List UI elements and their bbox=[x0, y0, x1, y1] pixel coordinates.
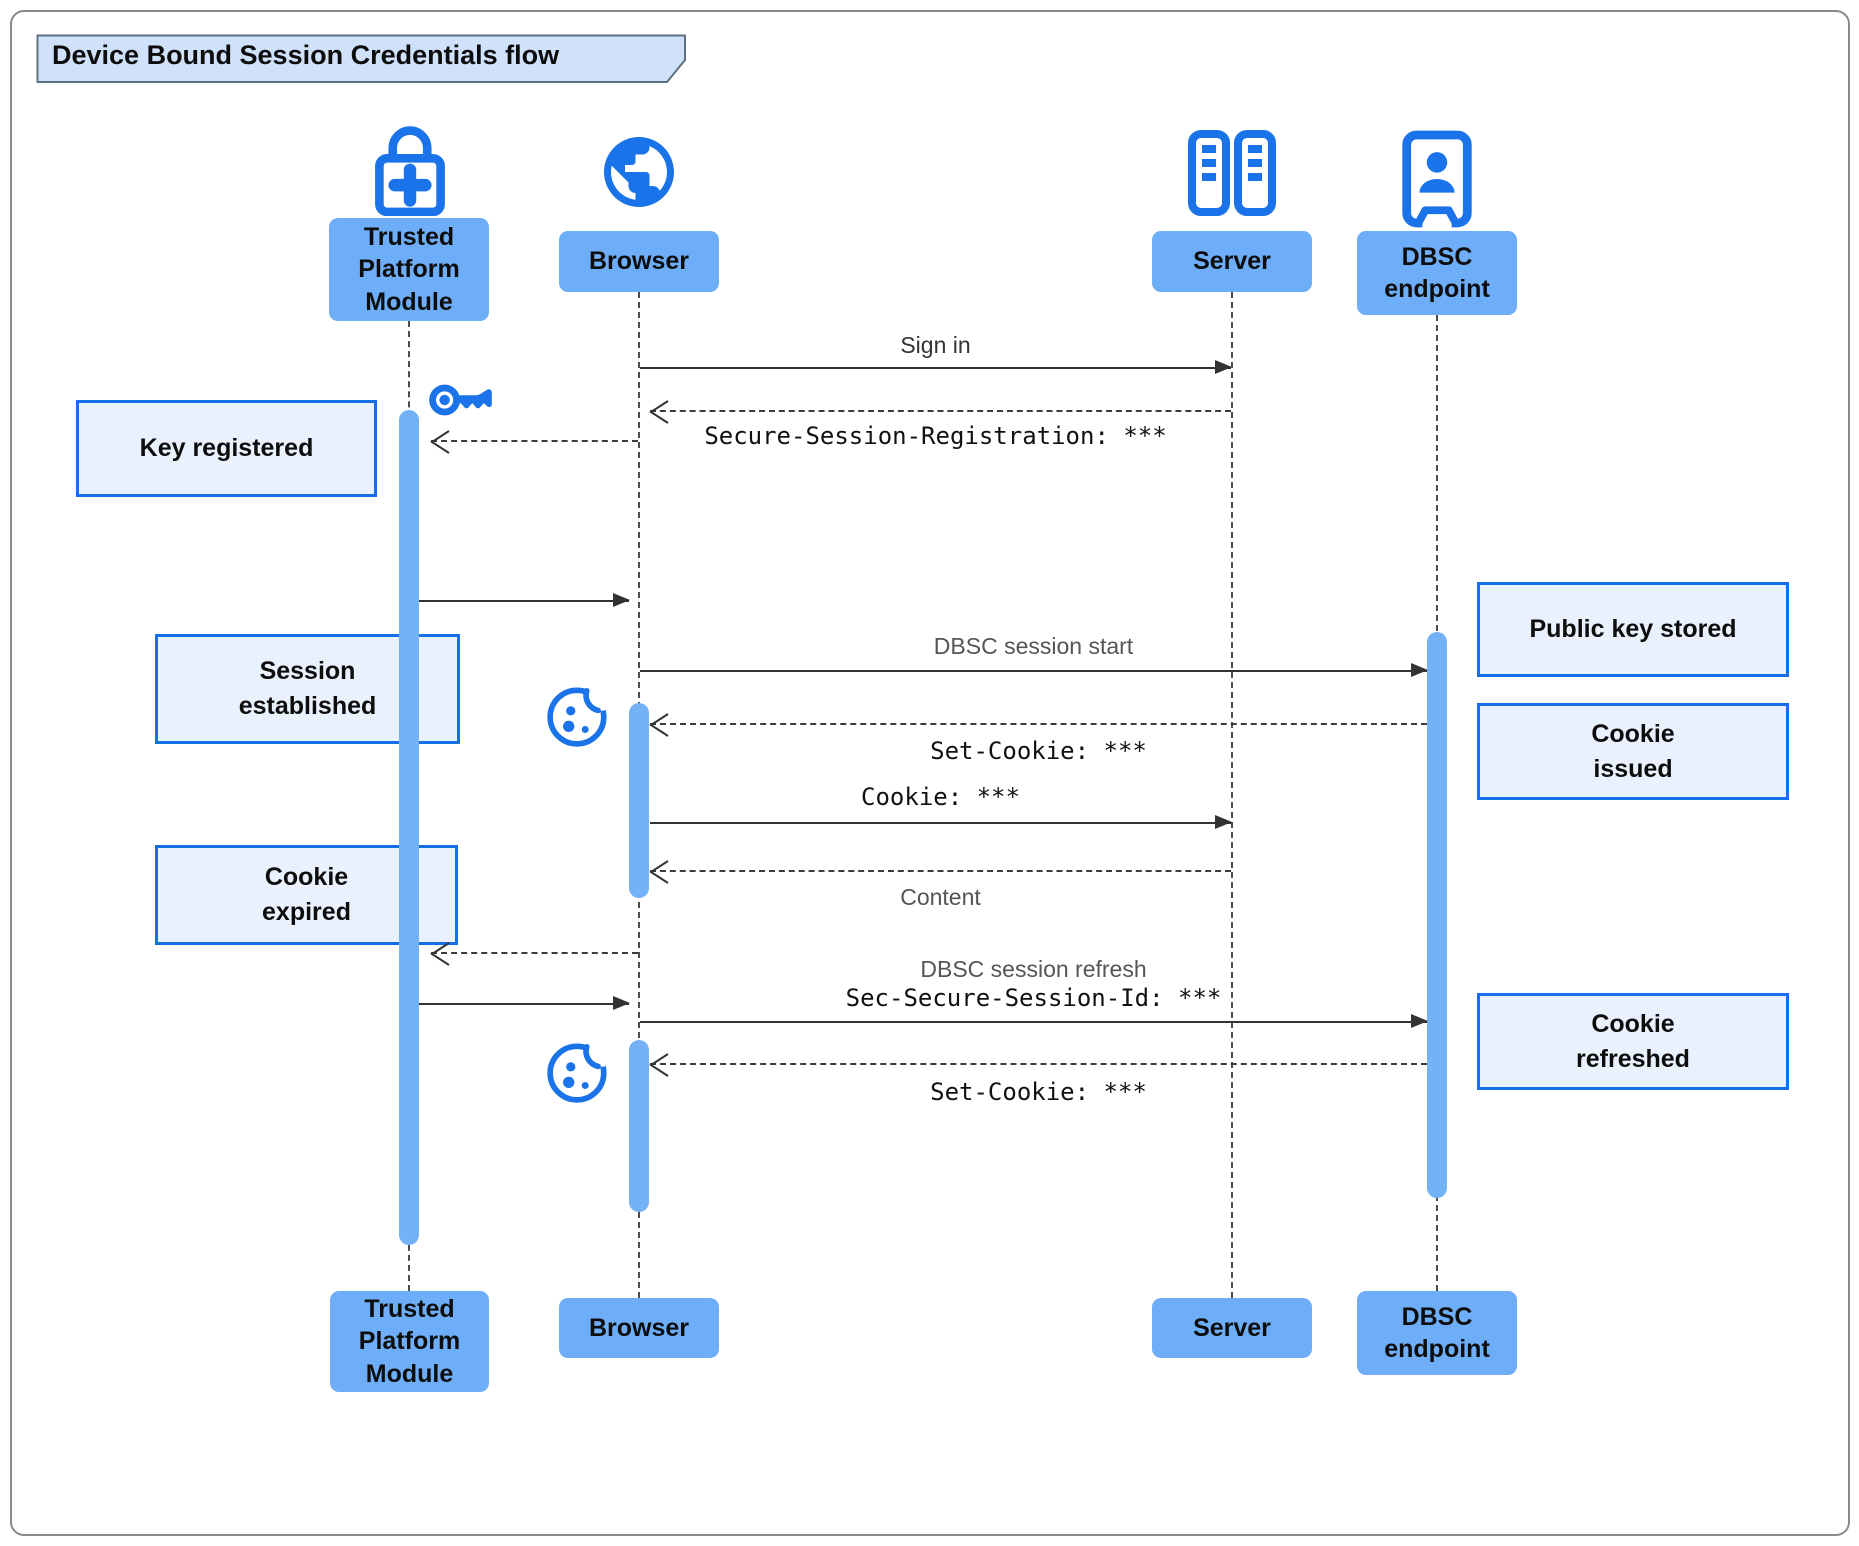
dbsc-session-refresh-arrow bbox=[640, 1014, 1428, 1028]
browser-activation-bar-2 bbox=[629, 1040, 649, 1212]
sign-in-label: Sign in bbox=[900, 332, 971, 358]
note-public-key-stored: Public key stored bbox=[1477, 582, 1789, 677]
person-door-icon bbox=[1395, 128, 1479, 233]
tpm-to-browser-arrow-2 bbox=[419, 996, 630, 1010]
server-icon bbox=[1187, 130, 1277, 221]
registration-label: Secure-Session-Registration: *** bbox=[704, 422, 1167, 450]
server-footer-box: Server bbox=[1152, 1298, 1312, 1358]
set-cookie-arrow-2 bbox=[649, 1053, 1427, 1077]
tpm-footer-box: Trusted Platform Module bbox=[330, 1291, 489, 1392]
cookie-icon-1 bbox=[546, 680, 617, 753]
sign-in-arrow bbox=[640, 360, 1232, 374]
tpm-header-box: Trusted Platform Module bbox=[329, 218, 489, 321]
set-cookie-label-2: Set-Cookie: *** bbox=[930, 1078, 1147, 1106]
cookie-label: Cookie: *** bbox=[861, 783, 1020, 811]
dbsc-footer-box: DBSC endpoint bbox=[1357, 1291, 1517, 1375]
browser-header-box: Browser bbox=[559, 231, 719, 292]
title-tab bbox=[36, 34, 688, 89]
dbsc-session-start-label: DBSC session start bbox=[933, 633, 1134, 659]
set-cookie-label-1: Set-Cookie: *** bbox=[930, 737, 1147, 765]
cookie-arrow bbox=[650, 815, 1232, 829]
note-key-registered: Key registered bbox=[76, 400, 377, 497]
content-arrow bbox=[649, 860, 1231, 884]
set-cookie-arrow-1 bbox=[649, 713, 1427, 737]
tpm-to-browser-arrow-1 bbox=[419, 593, 630, 607]
note-cookie-refreshed: Cookie refreshed bbox=[1477, 993, 1789, 1090]
dbsc-header-box: DBSC endpoint bbox=[1357, 231, 1517, 315]
cookie-icon-2 bbox=[546, 1036, 617, 1109]
lock-plus-icon bbox=[366, 116, 454, 221]
dbsc-session-start-arrow bbox=[640, 663, 1428, 677]
dbsc-activation-bar bbox=[1427, 632, 1447, 1198]
diagram-title: Device Bound Session Credentials flow bbox=[52, 40, 560, 70]
title-tab-shape bbox=[36, 34, 686, 83]
browser-activation-bar-1 bbox=[629, 703, 649, 898]
content-label: Content bbox=[900, 884, 981, 910]
browser-to-tpm-arrow-2 bbox=[430, 942, 638, 966]
dbsc-session-refresh-label: DBSC session refresh bbox=[920, 956, 1147, 982]
sec-secure-session-id-label: Sec-Secure-Session-Id: *** bbox=[845, 984, 1222, 1012]
key-icon bbox=[427, 376, 507, 429]
server-header-box: Server bbox=[1152, 231, 1312, 292]
diagram-border bbox=[10, 10, 1850, 1536]
registration-return-arrow bbox=[649, 400, 1231, 424]
server-lifeline bbox=[1231, 292, 1233, 1298]
browser-footer-box: Browser bbox=[559, 1298, 719, 1358]
browser-to-tpm-arrow-1 bbox=[430, 430, 638, 454]
tpm-activation-bar bbox=[399, 410, 419, 1245]
globe-icon bbox=[597, 130, 681, 219]
note-cookie-issued: Cookie issued bbox=[1477, 703, 1789, 800]
